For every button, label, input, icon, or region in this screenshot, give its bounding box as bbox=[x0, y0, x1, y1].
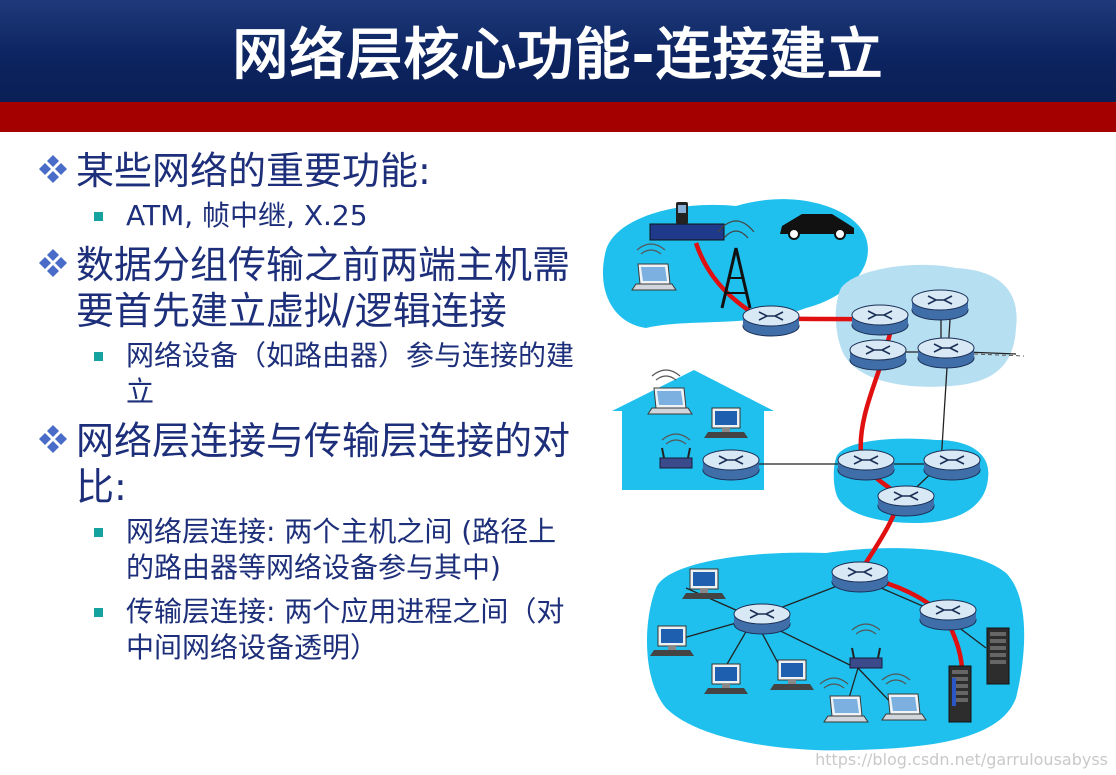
bullet-text: 某些网络的重要功能: bbox=[76, 149, 431, 193]
square-bullet-icon bbox=[94, 528, 103, 537]
bullet-list: 某些网络的重要功能: ATM, 帧中继, X.25 数据分组传输之前两端主机需要… bbox=[36, 148, 576, 674]
slide-title: 网络层核心功能-连接建立 bbox=[232, 23, 884, 88]
router-icon bbox=[917, 337, 975, 369]
header-red-stripe bbox=[0, 102, 1116, 132]
watermark-url: https://blog.csdn.net/garrulousabyss bbox=[815, 750, 1108, 769]
sub-bullet-text: 传输层连接: 两个应用进程之间（对中间网络设备透明） bbox=[126, 595, 565, 664]
four-diamond-bullet-icon bbox=[39, 249, 67, 277]
square-bullet-icon bbox=[94, 212, 103, 221]
bullet-item-1: 某些网络的重要功能: bbox=[36, 148, 576, 194]
router-icon bbox=[923, 449, 981, 481]
router-icon bbox=[733, 603, 791, 635]
square-bullet-icon bbox=[94, 608, 103, 617]
router-icon bbox=[831, 561, 889, 593]
sub-bullet-1-1: ATM, 帧中继, X.25 bbox=[36, 198, 576, 234]
router-icon bbox=[851, 304, 909, 336]
sub-bullet-3-1: 网络层连接: 两个主机之间 (路径上的路由器等网络设备参与其中) bbox=[36, 514, 576, 586]
header-banner: 网络层核心功能-连接建立 bbox=[0, 0, 1116, 102]
router-icon bbox=[911, 289, 969, 321]
phone-icon bbox=[676, 202, 688, 224]
server-rack-icon bbox=[986, 627, 1010, 685]
router-icon bbox=[742, 305, 800, 337]
wireless-waves-icon bbox=[651, 369, 681, 381]
four-diamond-bullet-icon bbox=[39, 155, 67, 183]
sub-bullet-3-2: 传输层连接: 两个应用进程之间（对中间网络设备透明） bbox=[36, 594, 576, 666]
router-icon bbox=[837, 449, 895, 481]
bullet-item-2: 数据分组传输之前两端主机需要首先建立虚拟/逻辑连接 bbox=[36, 242, 576, 334]
four-diamond-bullet-icon bbox=[39, 425, 67, 453]
bullet-text: 网络层连接与传输层连接的对比: bbox=[76, 419, 571, 509]
cloud-institutional-network bbox=[646, 548, 1025, 751]
sub-bullet-text: ATM, 帧中继, X.25 bbox=[126, 199, 368, 232]
router-icon bbox=[702, 449, 760, 481]
square-bullet-icon bbox=[94, 352, 103, 361]
bullet-text: 数据分组传输之前两端主机需要首先建立虚拟/逻辑连接 bbox=[76, 243, 571, 333]
base-station-bar bbox=[649, 223, 725, 241]
bullet-item-3: 网络层连接与传输层连接的对比: bbox=[36, 418, 576, 510]
sub-bullet-text: 网络设备（如路由器）参与连接的建立 bbox=[126, 339, 575, 408]
cell-tower-icon bbox=[717, 220, 755, 309]
router-icon bbox=[919, 599, 977, 631]
sub-bullet-text: 网络层连接: 两个主机之间 (路径上的路由器等网络设备参与其中) bbox=[126, 515, 557, 584]
car-icon bbox=[780, 214, 854, 240]
router-icon bbox=[877, 485, 935, 517]
network-diagram bbox=[602, 199, 1025, 751]
sub-bullet-2-1: 网络设备（如路由器）参与连接的建立 bbox=[36, 338, 576, 410]
router-icon bbox=[849, 339, 907, 371]
